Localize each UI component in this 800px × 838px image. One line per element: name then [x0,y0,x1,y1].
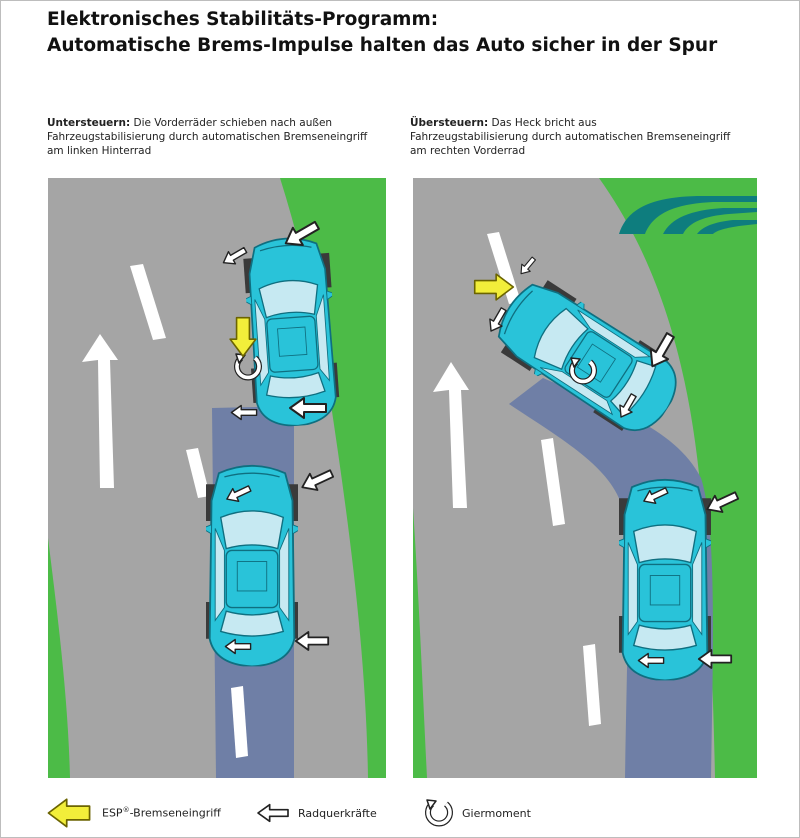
direction-arrow [82,334,118,488]
legend-gier: Giermoment [424,798,531,828]
lateral-force-arrow-icon [257,803,289,823]
left-caption: Untersteuern: Die Vorderräder schieben n… [47,116,427,158]
lane-marking [583,644,601,726]
understeer-scene [48,178,386,778]
oversteer-scene [413,178,757,778]
car-reference [619,478,712,681]
grass-right [280,178,386,778]
car-reference [206,464,299,667]
right-caption-heading-rest: Das Heck bricht aus [488,117,597,129]
grass-left [48,538,70,778]
yaw-moment-legend-icon [424,798,454,828]
legend-esp-sup: ® [122,806,130,815]
left-caption-line-3: am linken Hinterrad [47,145,152,157]
right-caption-line-3: am rechten Vorderrad [410,145,526,157]
direction-arrow [433,362,469,508]
legend-esp: ESP®-Bremseneingriff [44,797,221,829]
left-caption-line-2: Fahrzeugstabilisierung durch automatisch… [47,131,368,143]
lane-marking [130,264,166,340]
understeer-illustration [48,178,386,778]
legend-esp-prefix: ESP [102,806,123,820]
lane-marking [231,686,248,758]
grass-left [413,508,427,778]
title-line-1: Elektronisches Stabilitäts-Programm: [47,9,439,30]
brand-logo [619,196,757,234]
lane-marking [186,448,210,498]
esp-arrow-icon [47,798,91,828]
legend: ESP®-Bremseneingriff Radquerkräfte Gierm… [0,797,800,837]
legend-gier-label: Giermoment [462,806,531,820]
right-caption: Übersteuern: Das Heck bricht aus Fahrzeu… [410,116,790,158]
legend-esp-label: ESP®-Bremseneingriff [102,806,221,820]
right-caption-heading: Übersteuern: [410,117,489,129]
right-caption-line-2: Fahrzeugstabilisierung durch automatisch… [410,131,731,143]
legend-esp-suffix: -Bremseneingriff [129,806,221,820]
title-line-2: Automatische Brems-Impulse halten das Au… [47,35,718,56]
legend-radquer-label: Radquerkräfte [298,806,377,820]
grass-right [599,178,757,778]
lane-marking [541,438,565,526]
car-understeer [242,234,341,429]
page-title: Elektronisches Stabilitäts-Programm: Aut… [47,7,717,59]
legend-radquer: Radquerkräfte [256,803,377,823]
oversteer-illustration [413,178,757,778]
left-caption-heading: Untersteuern: [47,117,131,129]
left-caption-heading-rest: Die Vorderräder schieben nach außen [130,117,333,129]
